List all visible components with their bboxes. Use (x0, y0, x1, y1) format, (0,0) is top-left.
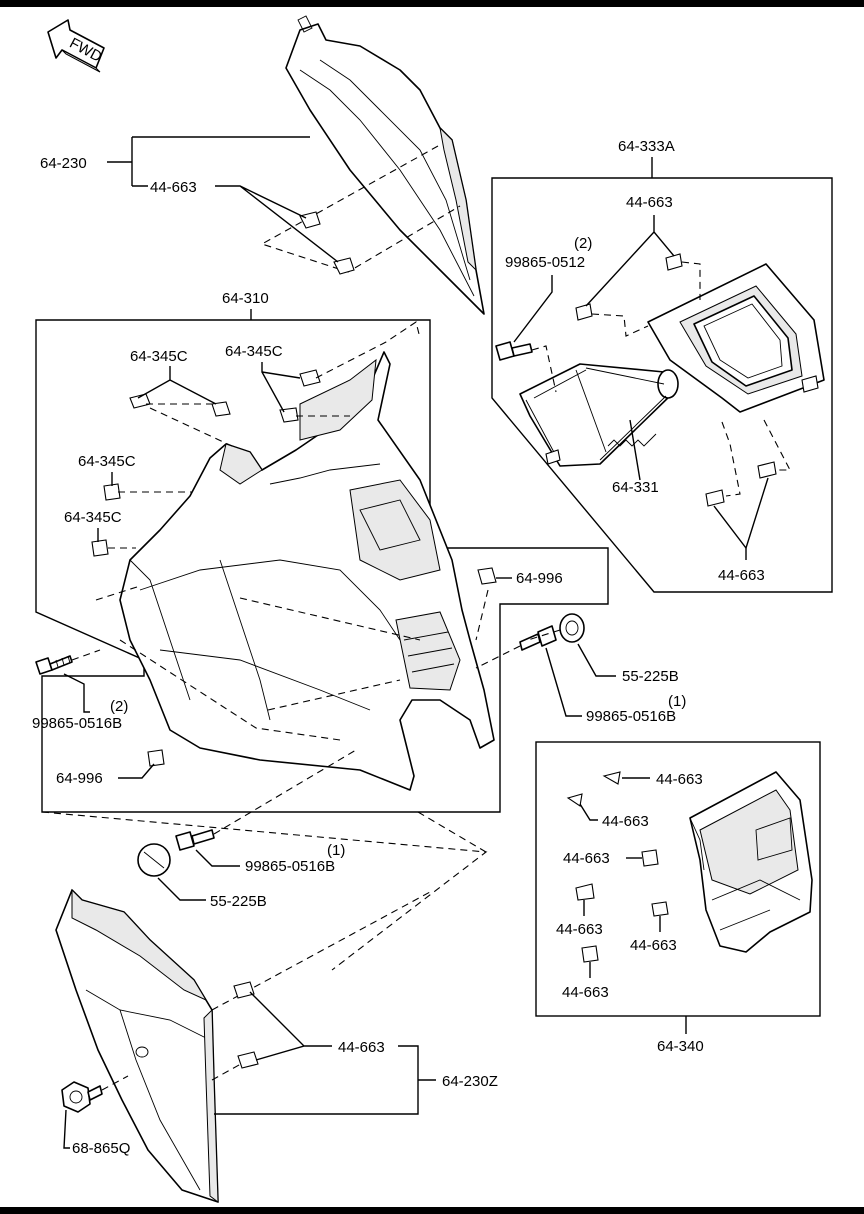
retainer-icon (477, 567, 497, 585)
lower-trim-code: 64-230Z (442, 1073, 498, 1090)
retainer-icon (147, 749, 165, 767)
retainer-code-right: 64-996 (516, 570, 563, 587)
side-clip-code: 44-663 (562, 984, 609, 1001)
fastener-icon (61, 1081, 103, 1113)
net-frame-panel[interactable] (647, 263, 825, 413)
screw-qty-left: (2) (110, 698, 128, 715)
clip-icon (299, 211, 355, 275)
lower-screw-qty: (1) (327, 842, 345, 859)
screw-icon (175, 829, 215, 851)
cap-code-right: 55-225B (622, 668, 679, 685)
main-trim-panel[interactable] (119, 351, 495, 791)
side-clip-code: 44-663 (556, 921, 603, 938)
fastener-code: 68-865Q (72, 1140, 130, 1157)
screw-code-right: 99865-0516B (586, 708, 676, 725)
screw-icon (519, 625, 557, 651)
net-assembly-code: 64-333A (618, 138, 675, 155)
side-clip-code: 44-663 (656, 771, 703, 788)
side-clip-code: 44-663 (630, 937, 677, 954)
top-border-bar (0, 0, 864, 7)
screw-icon (35, 655, 73, 675)
net-code: 64-331 (612, 479, 659, 496)
side-panel-group-frame (535, 741, 821, 1017)
side-clip-code: 44-663 (602, 813, 649, 830)
clip-icon (566, 771, 669, 963)
cap-icon (137, 843, 171, 877)
lower-trim-clip-code: 44-663 (338, 1039, 385, 1056)
upper-trim-clip-code: 44-663 (150, 179, 197, 196)
net-bag[interactable] (519, 363, 679, 467)
side-panel-part[interactable] (689, 771, 813, 953)
lower-trim-panel[interactable] (55, 888, 219, 1204)
clip-icon (233, 981, 259, 1069)
bottom-border-bar (0, 1207, 864, 1214)
net-clip-code-top: 44-663 (626, 194, 673, 211)
clip-icon (705, 461, 777, 507)
main-panel-code: 64-310 (222, 290, 269, 307)
screw-icon (495, 341, 533, 361)
upper-trim-panel[interactable] (285, 15, 485, 315)
net-screw-qty: (2) (574, 235, 592, 252)
net-screw-code: 99865-0512 (505, 254, 585, 271)
net-assembly-group-frame (491, 177, 833, 593)
upper-trim-code: 64-230 (40, 155, 87, 172)
screw-code-left: 99865-0516B (32, 715, 122, 732)
clip-icon (575, 253, 683, 321)
lower-screw-code: 99865-0516B (245, 858, 335, 875)
cap-icon (559, 613, 585, 643)
clip-code-345c: 64-345C (64, 509, 122, 526)
retainer-code-left: 64-996 (56, 770, 103, 787)
lower-cap-code: 55-225B (210, 893, 267, 910)
clip-code-345c: 64-345C (78, 453, 136, 470)
fwd-arrow-icon: FWD (47, 19, 105, 73)
clip-icon (91, 369, 321, 557)
clip-code-345c: 64-345C (130, 348, 188, 365)
clip-code-345c: 64-345C (225, 343, 283, 360)
net-clip-code-bottom: 44-663 (718, 567, 765, 584)
side-clip-code: 44-663 (563, 850, 610, 867)
side-panel-code: 64-340 (657, 1038, 704, 1055)
screw-qty-right: (1) (668, 693, 686, 710)
